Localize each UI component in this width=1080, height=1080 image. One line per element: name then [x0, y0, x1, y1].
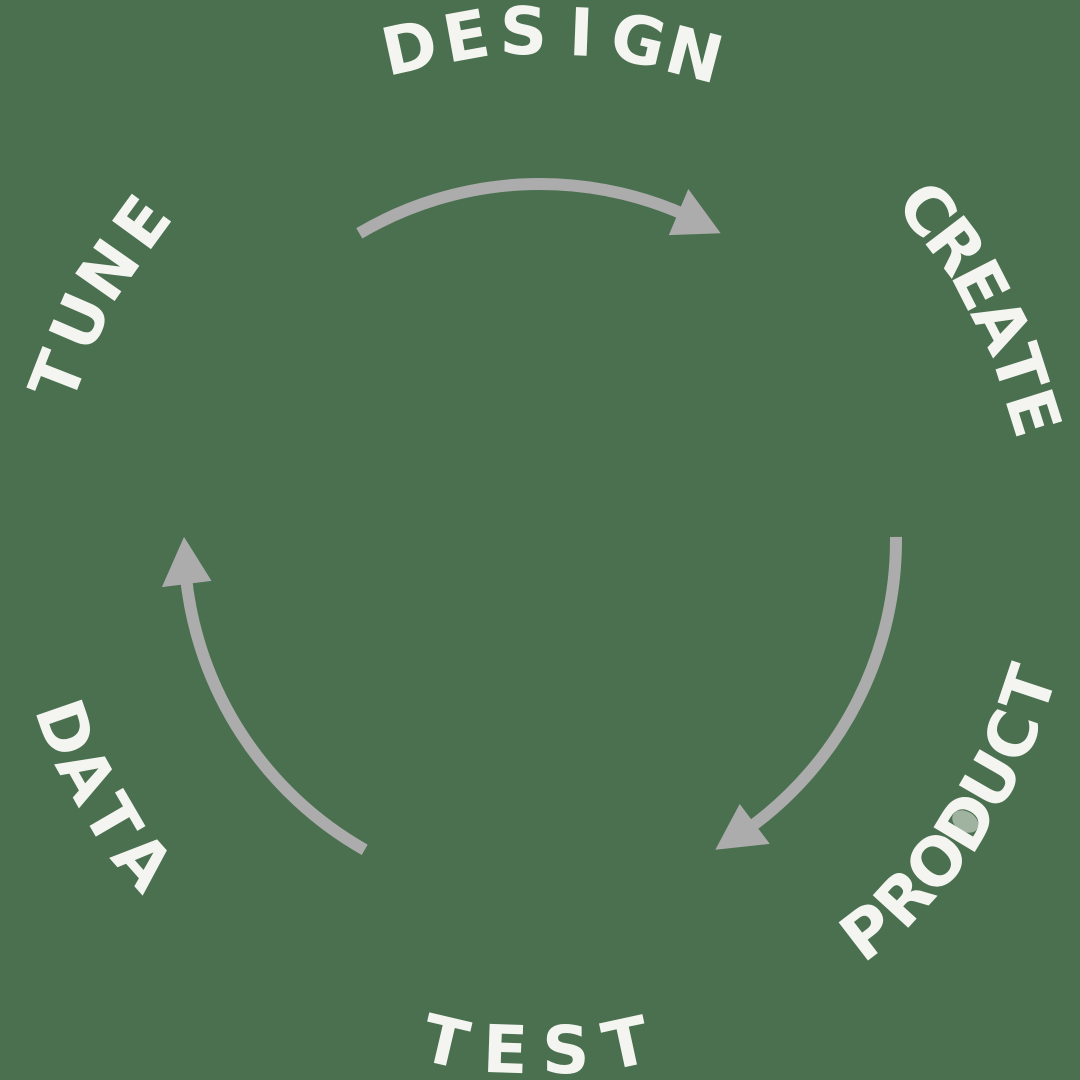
halftone-counter-texture [952, 810, 979, 833]
label-design-letter: I [568, 0, 596, 72]
arrow-arc-design-to-create [356, 178, 688, 239]
arrowhead-test-to-tune [161, 536, 212, 588]
label-test-letter: E [481, 1011, 529, 1080]
arrowhead-create-to-test [715, 804, 770, 850]
label-design-letter: S [499, 0, 548, 71]
label-test-letter: S [542, 1012, 590, 1080]
arrow-arc-create-to-test [745, 536, 903, 834]
arrowhead-design-to-create [668, 189, 721, 236]
arrow-arc-test-to-tune [179, 575, 368, 856]
